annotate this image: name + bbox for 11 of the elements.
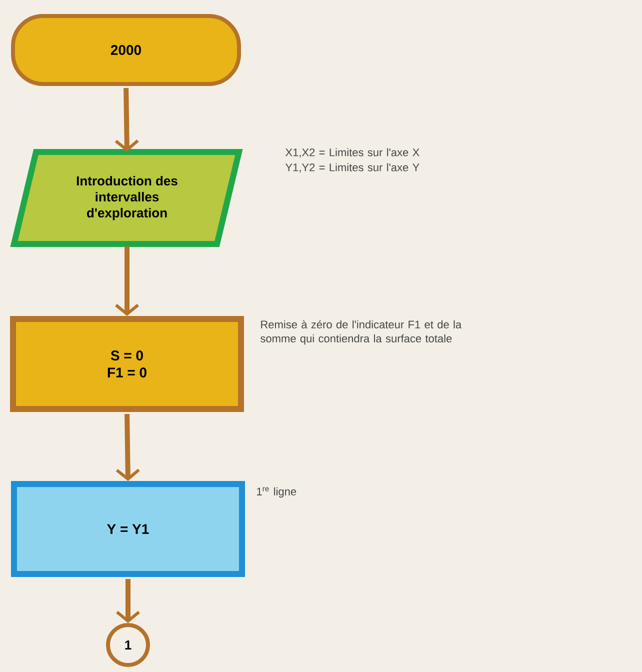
process-box: Y = Y1 [11,481,245,577]
arrow [116,579,140,623]
annotation-text: Y1,Y2 = Limites sur l'axe Y [285,163,420,173]
annotation-text: 1$^{re}$ ligne [257,487,296,498]
process-box: S = 0 F1 = 0 [10,316,244,412]
arrow [116,414,140,481]
annotation-text: Remise à zéro de l'indicateur F1 et de la somme qui contiendra la surface totale [260,320,462,345]
annotation-text: X1,X2 = Limites sur l'axe X [285,148,420,158]
arrow [115,246,139,316]
terminal-box: 2000 [11,14,241,86]
arrow [114,88,139,152]
